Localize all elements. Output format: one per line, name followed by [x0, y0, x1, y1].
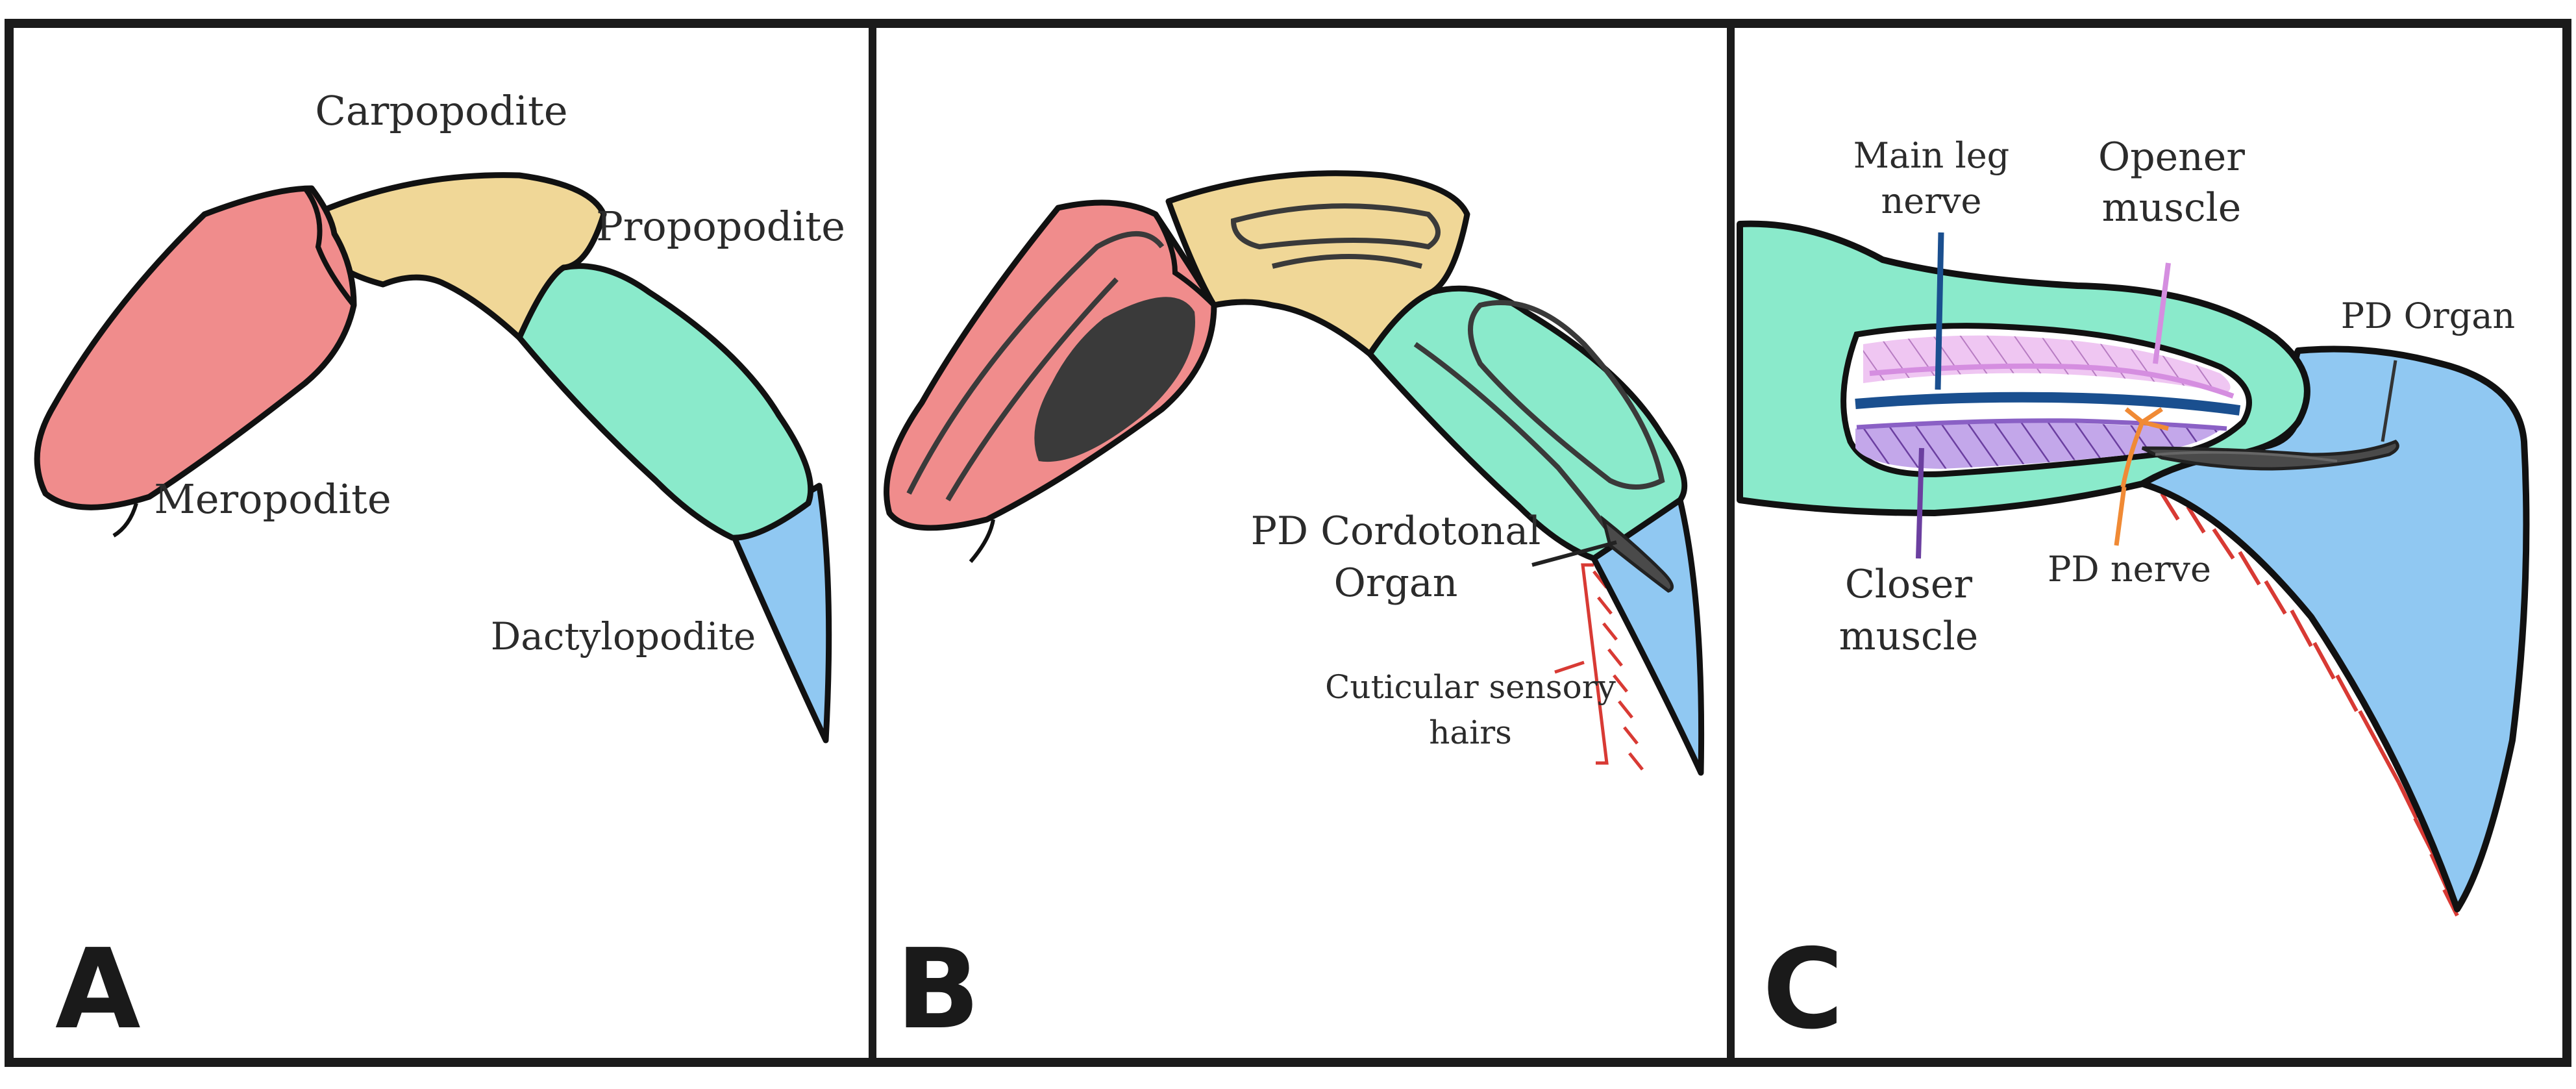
cuticular-bracket — [1581, 563, 1609, 765]
main-leg-nerve-band — [1855, 392, 2241, 416]
b-meropodite-notch — [1153, 212, 1216, 307]
label-opener-1: Opener — [2098, 134, 2245, 180]
meropodite-hair — [112, 503, 138, 538]
main-leg-nerve-leader — [1935, 232, 1944, 390]
label-pd-nerve: PD nerve — [2048, 549, 2211, 590]
label-main-leg-nerve-1: Main leg — [1853, 135, 2010, 176]
dactylopodite-segment — [730, 482, 832, 744]
panel-letter-c: C — [1763, 925, 1844, 1054]
label-closer-2: muscle — [1839, 614, 1979, 659]
opener-muscle-line — [1869, 363, 2235, 399]
label-carpopodite: Carpopodite — [315, 87, 567, 134]
b-carpopodite-contour-1 — [1230, 203, 1441, 250]
closer-muscle-line — [1856, 418, 2227, 431]
label-pd-organ: PD Organ — [2341, 295, 2515, 336]
b-meropodite-contour-2 — [945, 277, 1119, 502]
figure-frame — [5, 19, 2571, 1067]
panel-a: Carpopodite Propopodite Meropodite Dacty… — [34, 87, 845, 1054]
closer-muscle-leader — [1916, 447, 1924, 559]
label-dactylopodite: Dactylopodite — [491, 614, 756, 658]
label-main-leg-nerve-2: nerve — [1881, 181, 1981, 221]
label-meropodite: Meropodite — [154, 475, 391, 523]
label-closer-1: Closer — [1845, 562, 1973, 607]
panel-letter-b: B — [896, 925, 980, 1054]
propopodite-segment — [516, 263, 814, 541]
carpopodite-segment — [318, 172, 607, 341]
closer-muscle-hatch — [1855, 421, 2220, 469]
b-meropodite-hair — [969, 519, 995, 563]
meropodite-segment — [34, 185, 357, 510]
b-pd-organ-pointer — [1531, 540, 1617, 567]
b-apodeme — [1034, 297, 1195, 462]
label-opener-2: muscle — [2102, 185, 2242, 231]
cuticular-pointer — [1554, 660, 1585, 674]
label-cuticular-2: hairs — [1429, 714, 1512, 751]
label-cuticular-1: Cuticular sensory — [1325, 668, 1616, 706]
panel-letter-a: A — [55, 925, 141, 1054]
b-dactylopodite-segment — [1591, 497, 1705, 776]
b-propopodite-contour-2 — [1413, 342, 1613, 534]
c-pd-organ-strand — [2155, 451, 2338, 462]
opener-muscle-leader — [2153, 262, 2171, 364]
label-pd-cordotonal-2: Organ — [1334, 560, 1458, 606]
meropodite-notch — [303, 186, 356, 307]
b-meropodite-contour-1 — [906, 231, 1165, 495]
panel-b: PD Cordotonal Organ Cuticular sensory ha… — [884, 170, 1705, 1054]
pd-organ-leader — [2381, 360, 2397, 442]
panel-c: Main leg nerve Opener muscle PD Organ Cl… — [1737, 134, 2530, 1054]
b-propopodite-contour-1 — [1468, 300, 1665, 490]
label-propopodite: Propopodite — [596, 203, 845, 250]
label-pd-cordotonal-1: PD Cordotonal — [1251, 508, 1541, 554]
pd-nerve-leader — [2114, 486, 2127, 546]
b-carpopodite-contour-2 — [1272, 254, 1423, 269]
b-meropodite-segment — [884, 199, 1217, 531]
b-pd-organ — [1600, 515, 1674, 593]
pd-nerve — [2120, 407, 2169, 488]
